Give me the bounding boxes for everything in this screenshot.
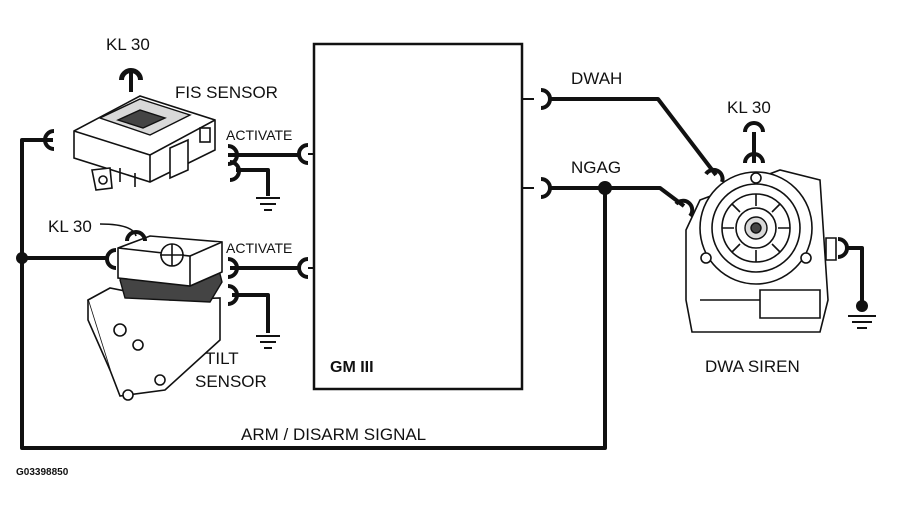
dwah-wire bbox=[550, 97, 718, 177]
fis-sensor-label: FIS SENSOR bbox=[175, 83, 278, 102]
kl30-tilt-label: KL 30 bbox=[48, 217, 92, 236]
tilt-kl30-wire bbox=[99, 223, 137, 237]
arm-disarm-wire bbox=[20, 138, 607, 450]
tilt-arm-connector bbox=[105, 248, 117, 270]
kl30-fis-label: KL 30 bbox=[106, 35, 150, 54]
ngag-wire bbox=[550, 186, 686, 208]
figure-id: G03398850 bbox=[16, 467, 69, 478]
kl30-siren-supply-arc bbox=[743, 121, 765, 133]
fis-sensor bbox=[73, 95, 216, 191]
siren-ngag-connector bbox=[674, 198, 695, 218]
tilt-activate-label: ACTIVATE bbox=[226, 240, 292, 256]
fis-ground-connector bbox=[229, 160, 241, 182]
gm3-label: GM III bbox=[330, 359, 374, 376]
arm-disarm-label: ARM / DISARM SIGNAL bbox=[241, 425, 426, 444]
tilt-sensor bbox=[87, 235, 223, 401]
fis-ground-wire bbox=[236, 168, 270, 196]
kl30-siren-label: KL 30 bbox=[727, 98, 771, 117]
gm3-connector-dwah bbox=[540, 88, 552, 110]
tilt-kl30-connector bbox=[125, 230, 147, 242]
dwah-label: DWAH bbox=[571, 69, 622, 88]
tilt-label-line1: TILT bbox=[205, 349, 239, 368]
tilt-ground-connector bbox=[227, 284, 239, 306]
tilt-label-line2: SENSOR bbox=[195, 372, 267, 391]
kl30-fis-supply-arc bbox=[119, 68, 143, 81]
ground-symbol-fis bbox=[256, 197, 280, 211]
tilt-ground-wire bbox=[232, 293, 270, 333]
gm3-connector-tilt bbox=[297, 257, 309, 279]
siren-ground-wire bbox=[845, 246, 864, 302]
gm3-module-box bbox=[312, 42, 524, 391]
ground-symbol-tilt bbox=[256, 335, 280, 349]
ground-symbol-siren bbox=[848, 300, 876, 329]
fis-activate-label: ACTIVATE bbox=[226, 127, 292, 143]
dwa-siren bbox=[685, 169, 837, 333]
gm3-connector-fis bbox=[297, 143, 309, 165]
siren-kl30-connector bbox=[743, 152, 765, 164]
dwa-siren-label: DWA SIREN bbox=[705, 357, 800, 376]
tilt-activate-connector bbox=[227, 257, 239, 279]
siren-dwah-connector bbox=[704, 167, 725, 183]
siren-ground-connector bbox=[837, 237, 849, 259]
ngag-label: NGAG bbox=[571, 158, 621, 177]
gm3-connector-ngag bbox=[540, 177, 552, 199]
fis-arm-connector bbox=[43, 129, 55, 151]
